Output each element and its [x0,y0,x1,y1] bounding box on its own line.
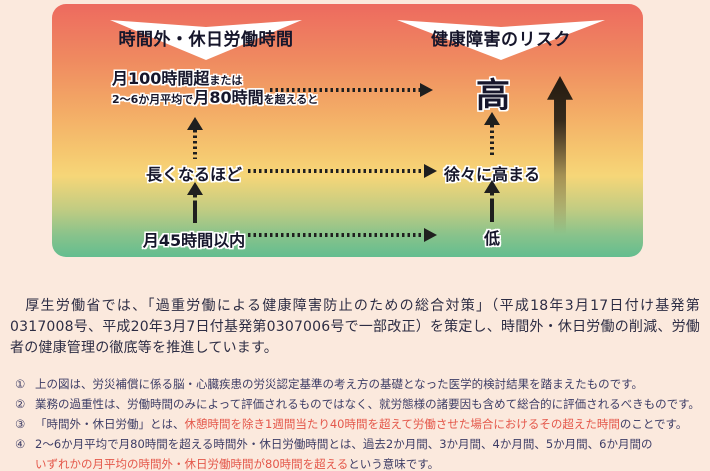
risk-diagram-panel: 時間外・休日労働時間 健康障害のリスク 月100時間超または 2〜6か月平均で月… [52,4,643,257]
dotted-arrow-right-icon [270,83,433,97]
note-text: 「時間外・休日労働」とは、休憩時間を除き1週間当たり40時間を超えて労働させた場… [35,417,688,431]
label-over-100-hours: 月100時間超または 2〜6か月平均で月80時間を超えると [112,70,318,108]
note-marker: ③ [15,417,26,431]
dotted-arrow-right-icon [248,228,437,242]
overtime-hours-header: 時間外・休日労働時間 [118,30,294,50]
note-text: 業務の過重性は、労働時間のみによって評価されるものではなく、就労態様の諸要因も含… [35,397,700,411]
note-marker: ④ [15,437,26,451]
label-line-2: 2〜6か月平均で月80時間を超えると [112,88,319,107]
risk-gradually-rises-label: 徐々に高まる [443,165,540,184]
note-text: 上の図は、労災補償に係る脳・心臓疾患の労災認定基準の考え方の基礎となった医学的検… [35,377,643,391]
arrow-up-icon [484,180,500,222]
dotted-arrow-up-icon [187,117,203,159]
banner-ribbon-shape [397,20,605,60]
risk-low-label: 低 [483,229,500,248]
label-the-longer: 長くなるほど [145,165,242,184]
banner-health-risk: 健康障害のリスク [397,20,605,60]
note-marker: ② [15,397,26,411]
note-item: ① 上の図は、労災補償に係る脳・心臓疾患の労災認定基準の考え方の基礎となった医学的… [15,374,708,394]
note-marker: ① [15,377,26,391]
mhlw-policy-paragraph: 厚生労働省では、「過重労働による健康障害防止のための総合対策」（平成18年3月1… [10,298,700,356]
banner-ribbon-shape [110,20,302,60]
note-item: ② 業務の過重性は、労働時間のみによって評価されるものではなく、就労態様の諸要因も… [15,394,708,414]
footnotes-list: ① 上の図は、労災補償に係る脳・心臓疾患の労災認定基準の考え方の基礎となった医学的… [15,374,708,471]
health-risk-header: 健康障害のリスク [431,30,571,50]
banner-overtime-hours: 時間外・休日労働時間 [110,20,302,60]
note-item: ④ 2〜6か月平均で月80時間を超える時間外・休日労働時間とは、過去2か月間、3か… [15,434,708,471]
label-line-1: 月100時間超または [112,69,243,88]
arrow-up-icon [187,182,203,223]
risk-increase-arrow-icon [547,76,573,234]
label-within-45-hours: 月45時間以内 [142,231,246,250]
dotted-arrow-up-icon [484,112,500,156]
dotted-arrow-right-icon [248,164,437,178]
note-item: ③ 「時間外・休日労働」とは、休憩時間を除き1週間当たり40時間を超えて労働させた… [15,414,708,434]
risk-high-label: 高 [476,76,510,116]
note-text: 2〜6か月平均で月80時間を超える時間外・休日労働時間とは、過去2か月間、3か月… [35,437,653,471]
